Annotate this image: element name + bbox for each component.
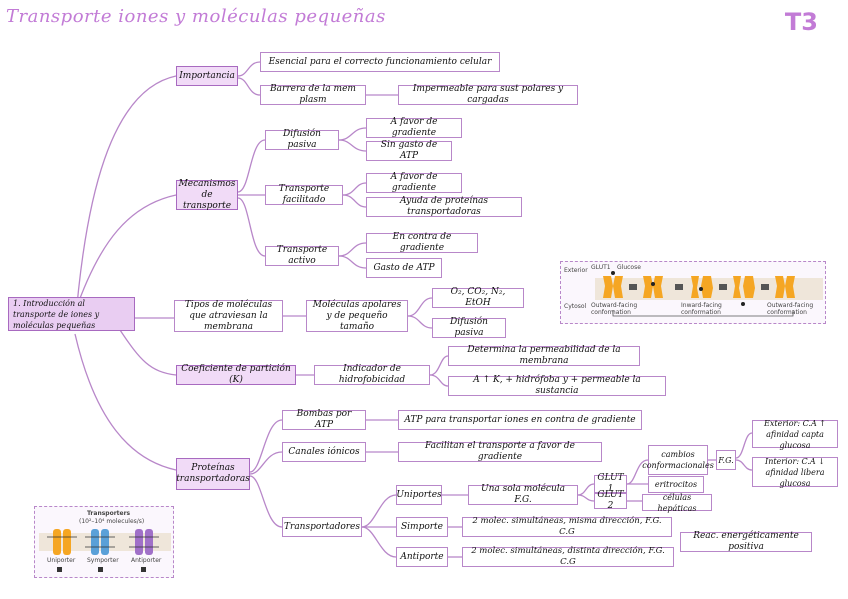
facilitado-b-node: Ayuda de proteínas transportadoras: [366, 196, 522, 217]
bombas-desc-node: ATP para transportar iones en contra de …: [398, 410, 642, 430]
glut-exterior-label: Exterior: [564, 267, 588, 274]
antiporte-desc-node: 2 molec. simultáneas, distinta dirección…: [462, 546, 674, 567]
tipos-difusion-node: Difusión pasiva: [432, 317, 506, 338]
coeficiente-node: Coeficiente de partición (K): [176, 364, 296, 385]
impermeable-node: Impermeable para sust polares y cargadas: [398, 84, 578, 105]
proteinas-node: Proteínas transportadoras: [176, 458, 250, 490]
bombas-node: Bombas por ATP: [282, 409, 366, 430]
canales-desc-node: Facilitan el transporte a favor de gradi…: [398, 441, 602, 462]
transporters-graphic: [39, 529, 171, 572]
transporters-title: Transporters: [87, 510, 131, 517]
difusion-b-node: Sin gasto de ATP: [366, 140, 452, 161]
transporters-figure: Transporters (10²–10⁴ molecules/s) Unipo…: [34, 506, 174, 578]
simporte-node: Simporte: [396, 517, 448, 537]
outward2-label: Outward-facing conformation: [767, 302, 814, 316]
transporters-subtitle: (10²–10⁴ molecules/s): [79, 518, 145, 525]
uniportes-node: Uniportes: [396, 485, 442, 505]
facilitado-node: Transporte facilitado: [265, 184, 343, 205]
mecanismos-node: Mecanismos de transporte: [176, 179, 238, 211]
activo-node: Transporte activo: [265, 245, 339, 266]
esencial-node: Esencial para el correcto funcionamiento…: [260, 52, 500, 72]
simporte-desc-node: 2 molec. simultáneas, misma dirección, F…: [462, 516, 672, 537]
interior-node: Interior: C.A ↓ afinidad libera glucosa: [752, 457, 838, 488]
cambios-node: cambios conformacionales: [642, 445, 714, 475]
ejemplos-node: O₂, CO₂, N₂, EtOH: [432, 287, 524, 308]
eritrocitos-node: eritrocitos: [648, 476, 704, 493]
glut1-node: GLUT 1: [594, 473, 627, 494]
outward-label: Outward-facing conformation: [591, 302, 638, 316]
symporter-label: Symporter: [87, 557, 119, 564]
uniportes-desc-node: Una sola molécula F.G.: [468, 484, 578, 505]
glut2-node: GLUT 2: [594, 490, 627, 511]
glut-conformation-figure: Exterior Cytosol GLUT1 Glucose Outward-f…: [560, 261, 826, 324]
antiporter-label: Antiporter: [131, 557, 162, 564]
fg-node: F.G.: [716, 450, 736, 470]
glut-cytosol-label: Cytosol: [564, 303, 587, 310]
barrera-node: Barrera de la mem plasm: [260, 84, 366, 105]
uniporter-label: Uniporter: [47, 557, 76, 564]
topic-badge: T3: [784, 8, 818, 36]
importancia-node: Importancia: [176, 66, 238, 86]
determina-node: Determina la permeabilidad de la membran…: [448, 345, 640, 366]
antiporte-node: Antiporte: [396, 547, 448, 567]
difusion-node: Difusión pasiva: [265, 129, 339, 150]
apolares-node: Moléculas apolares y de pequeño tamaño: [306, 300, 408, 332]
difusion-a-node: A favor de gradiente: [366, 117, 462, 138]
root-node: 1. Introducción al transporte de iones y…: [8, 297, 135, 331]
exterior-node: Exterior: C.A ↑ afinidad capta glucosa: [752, 419, 838, 450]
glucose-label: Glucose: [617, 264, 641, 271]
relacion-node: A ↑ K, + hidrófoba y + permeable la sust…: [448, 375, 666, 396]
page-title: Transporte iones y moléculas pequeñas: [6, 6, 386, 27]
reac-node: Reac. energéticamente positiva: [680, 531, 812, 552]
canales-node: Canales iónicos: [282, 442, 366, 462]
activo-b-node: Gasto de ATP: [366, 258, 442, 278]
indicador-node: Indicador de hidrofobicidad: [314, 364, 430, 385]
inward-label: Inward-facing conformation: [681, 302, 722, 316]
hepaticas-node: células hepáticas: [642, 493, 712, 513]
facilitado-a-node: A favor de gradiente: [366, 172, 462, 193]
tipos-node: Tipos de moléculas que atraviesan la mem…: [174, 300, 283, 332]
glut-figure-graphic: [595, 271, 823, 317]
transportadores-node: Transportadores: [282, 517, 362, 537]
activo-a-node: En contra de gradiente: [366, 232, 478, 253]
glut1-label: GLUT1: [591, 264, 611, 271]
